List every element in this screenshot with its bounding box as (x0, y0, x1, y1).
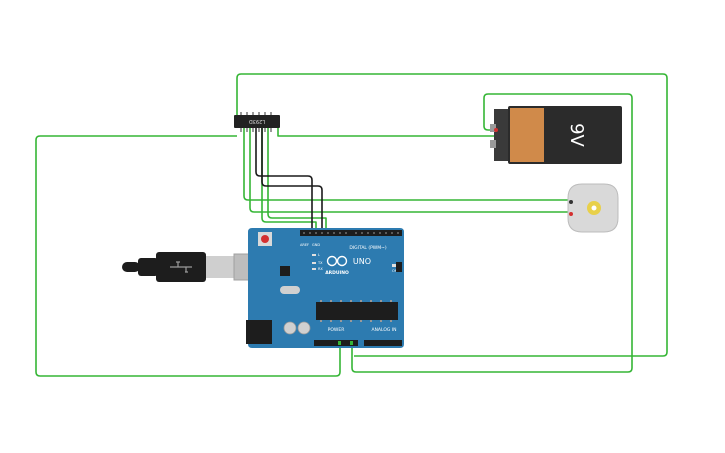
wire-black-driver-to-arduino-b[interactable] (261, 128, 323, 230)
led-on (392, 264, 398, 267)
power-jack[interactable] (246, 320, 272, 344)
capacitor-1 (283, 321, 297, 335)
battery-9v[interactable]: 9V (490, 106, 622, 164)
battery-positive-terminal (490, 124, 496, 132)
wire-driver-to-arduino-2[interactable] (267, 128, 327, 230)
motor-terminal-a (569, 200, 573, 204)
digital-label: DIGITAL (PWM~) (349, 245, 387, 251)
led-tx (312, 262, 316, 264)
atmega-microcontroller (316, 302, 398, 320)
usb-cable-tail (122, 262, 140, 272)
power-pin-5v (338, 341, 341, 345)
led-tx-label: TX (317, 261, 323, 265)
led-rx (312, 268, 316, 270)
analog-header[interactable] (364, 340, 402, 346)
usb-interface-chip (280, 266, 290, 276)
l293d-driver-chip[interactable]: L293D (234, 112, 280, 132)
motor-terminal-b (569, 212, 573, 216)
arduino-uno-board[interactable]: DIGITAL (PWM~) AREF GND L TX RX ON ARDUI… (246, 228, 404, 348)
chip-body (234, 115, 280, 128)
wire-driver-to-motor-b[interactable] (249, 128, 570, 213)
led-on-label: ON (392, 269, 398, 273)
battery-wire-red-dot (494, 128, 498, 132)
chip-label: L293D (249, 118, 265, 124)
wire-driver-to-arduino-1[interactable] (261, 128, 317, 230)
power-header[interactable] (314, 340, 358, 346)
aref-label: AREF (300, 243, 309, 247)
usb-cable[interactable] (122, 252, 273, 282)
icsp-header[interactable] (396, 262, 402, 272)
capacitor-2 (297, 321, 311, 335)
motor-shaft (591, 205, 597, 211)
led-l-label: L (318, 253, 320, 257)
gnd-label: GND (312, 243, 320, 247)
usb-icon (170, 261, 192, 273)
led-l (312, 254, 316, 256)
black-wires (255, 128, 323, 230)
usb-plug-metal (206, 256, 234, 278)
power-label: POWER (328, 327, 345, 333)
usb-cable-boot (138, 258, 158, 276)
crystal-oscillator (280, 286, 300, 294)
power-pin-gnd (350, 341, 353, 345)
wire-driver-to-right-rail[interactable] (236, 73, 668, 357)
chip-pins-bottom (240, 128, 272, 132)
wire-driver-left-loop[interactable] (35, 135, 341, 377)
battery-label-band (510, 108, 544, 162)
reset-button-cap[interactable] (261, 235, 269, 243)
battery-negative-terminal (490, 140, 496, 148)
led-rx-label: RX (318, 267, 323, 271)
battery-voltage-label: 9V (566, 123, 587, 147)
chip-pins-top (240, 112, 272, 116)
digital-header[interactable] (300, 230, 402, 236)
analog-label: ANALOG IN (371, 327, 396, 333)
digital-header-pins (303, 232, 399, 234)
wire-battery-to-driver[interactable] (277, 128, 496, 137)
arduino-logo-text: ARDUINO (325, 270, 349, 276)
arduino-model-text: UNO (353, 257, 371, 266)
mcu-pins (320, 300, 392, 322)
wire-battery-to-arduino[interactable] (351, 93, 633, 373)
wire-black-driver-to-arduino-a[interactable] (255, 128, 313, 230)
dc-motor[interactable] (567, 183, 619, 233)
arduino-logo (326, 255, 348, 267)
battery-terminal-block (494, 109, 512, 161)
green-wires (35, 73, 668, 377)
wire-driver-to-motor-a[interactable] (243, 128, 570, 201)
